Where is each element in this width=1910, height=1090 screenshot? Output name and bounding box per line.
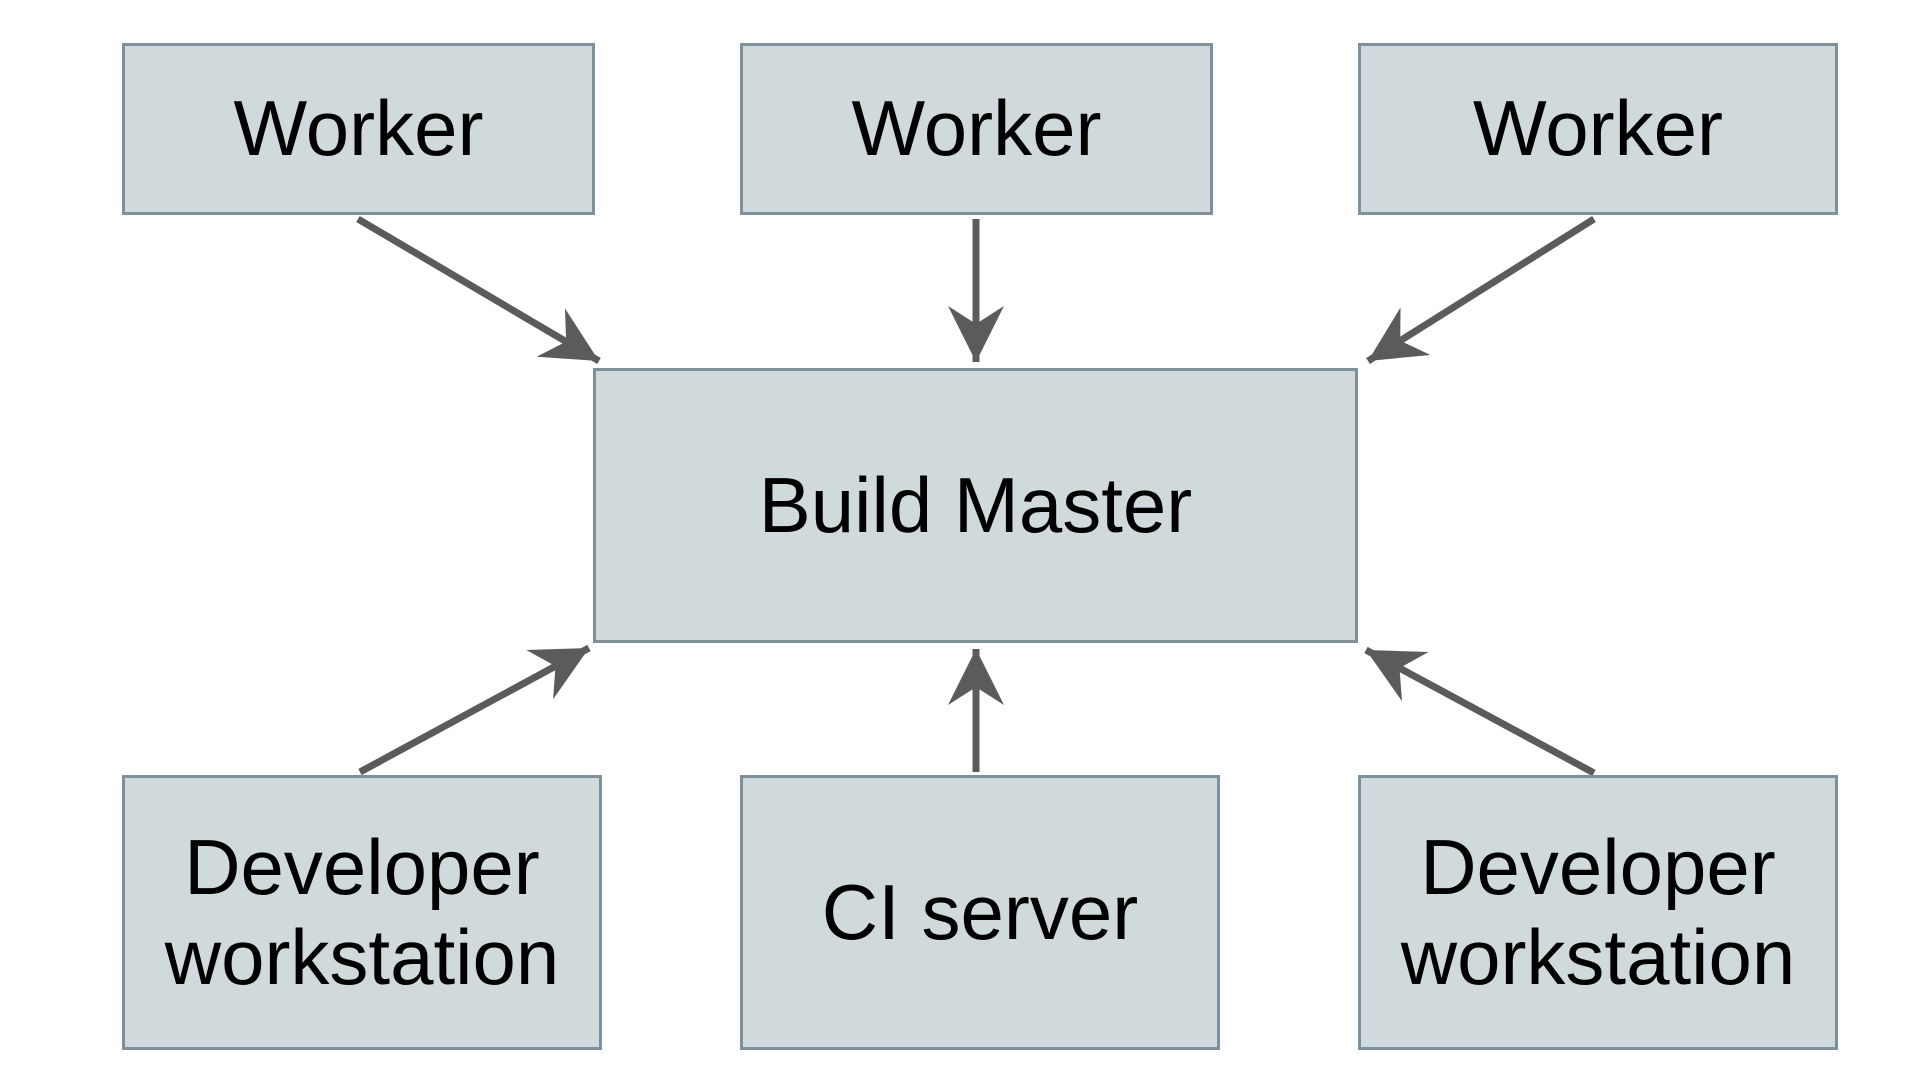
- arrow-developer-workstation-right-to-build-master: [1364, 646, 1596, 777]
- node-worker-2: Worker: [740, 43, 1213, 215]
- node-worker-3: Worker: [1358, 43, 1838, 215]
- node-developer-workstation-right: Developer workstation: [1358, 775, 1838, 1050]
- node-label-build-master: Build Master: [758, 460, 1193, 549]
- node-developer-workstation-left: Developer workstation: [122, 775, 602, 1050]
- node-label-worker-1: Worker: [233, 84, 484, 173]
- node-label-developer-workstation-left: Developer workstation: [164, 822, 560, 1001]
- node-label-worker-3: Worker: [1473, 84, 1723, 173]
- node-label-developer-workstation-right: Developer workstation: [1400, 822, 1796, 1001]
- arrow-worker-3-to-build-master: [1366, 216, 1596, 364]
- arrow-developer-workstation-left-to-build-master: [358, 644, 591, 776]
- arrow-worker-1-to-build-master: [356, 215, 601, 365]
- node-label-worker-2: Worker: [851, 84, 1102, 173]
- node-worker-1: Worker: [122, 43, 595, 215]
- node-build-master: Build Master: [593, 368, 1358, 643]
- node-ci-server: CI server: [740, 775, 1220, 1050]
- node-label-ci-server: CI server: [821, 867, 1139, 956]
